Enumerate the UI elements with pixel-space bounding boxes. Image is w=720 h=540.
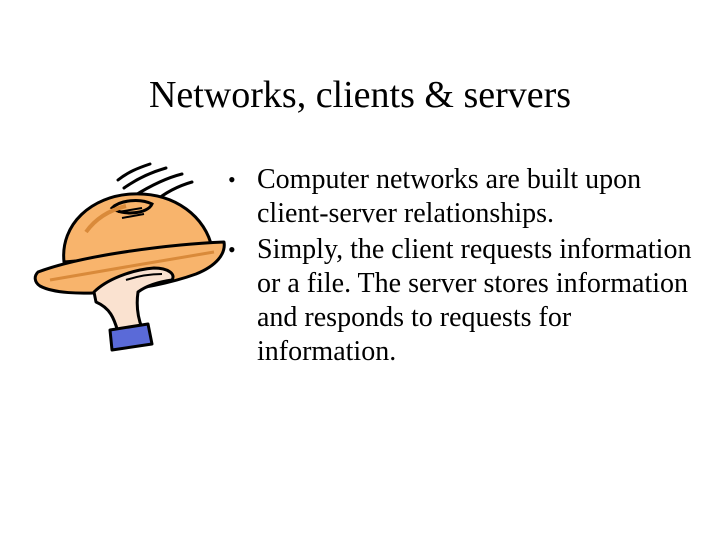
bullet-marker: • [228, 167, 236, 192]
serving-dish-clipart [33, 162, 226, 352]
bullet-text: Computer networks are built upon client-… [257, 164, 642, 229]
cuff-shape [108, 322, 154, 352]
bullet-item: • Computer networks are built upon clien… [228, 163, 698, 231]
bullet-list: • Computer networks are built upon clien… [228, 163, 698, 371]
bullet-marker: • [228, 237, 236, 262]
slide-title: Networks, clients & servers [148, 74, 572, 116]
bullet-item: • Simply, the client requests informatio… [228, 233, 698, 369]
hand-shape [92, 266, 175, 334]
bullet-text: Simply, the client requests information … [257, 234, 692, 367]
dome-handle-icon [109, 199, 154, 215]
